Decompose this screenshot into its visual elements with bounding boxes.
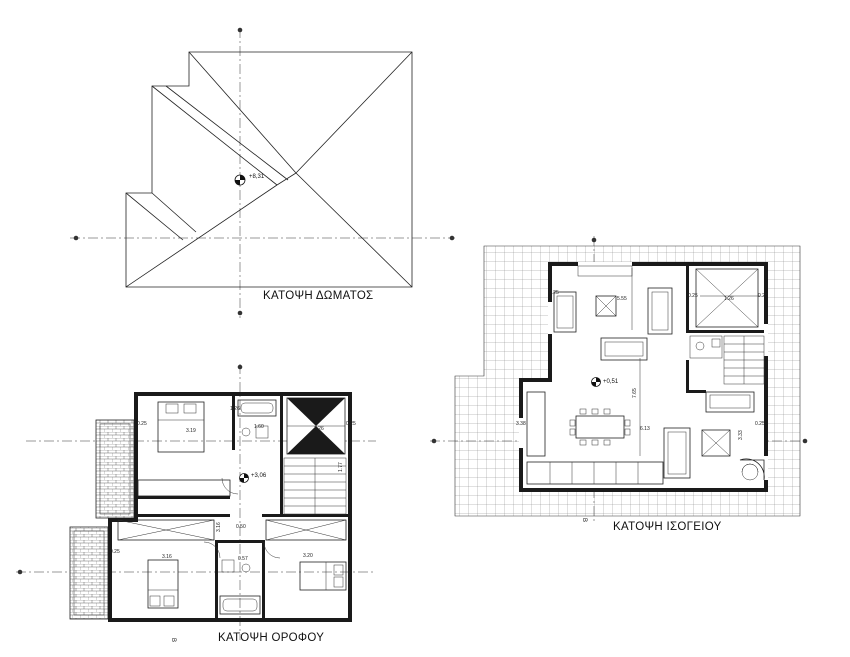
upper-axis-marker-top (237, 364, 243, 370)
upper-wardrobe-2 (265, 519, 347, 541)
upper-bathroom-top (237, 399, 277, 439)
roof-level-label: +8,31 (249, 174, 265, 180)
upper-dim-9: 0.50 (236, 524, 246, 530)
upper-level-label: +3,06 (251, 473, 267, 479)
ground-fireplace (701, 429, 731, 457)
ground-dim-1: 5.55 (617, 296, 627, 302)
ground-round-bay (739, 458, 765, 481)
ground-walls (519, 262, 768, 492)
upper-dim-11: 0.25 (110, 549, 120, 555)
ground-staircase (723, 335, 765, 385)
ground-axis-marker-left (431, 438, 437, 444)
upper-walls (108, 392, 352, 622)
upper-plan-title: ΚΑΤΟΨΗ ΟΡΟΦΟΥ (218, 632, 324, 644)
ground-dining-table (569, 408, 631, 446)
ground-dim-5: 0.25 (758, 293, 768, 299)
roof-level-marker (234, 174, 246, 186)
upper-floor-plan: 3.19 3.26 3.20 1.60 1.77 0.25 0.25 1.26 … (16, 364, 376, 644)
upper-balcony-bottom (69, 526, 109, 620)
upper-bathroom-bottom (219, 559, 261, 615)
upper-dim-3: 3.20 (303, 553, 313, 559)
ground-wc (689, 335, 723, 359)
ground-dim-3: 1.26 (724, 296, 734, 302)
upper-bedroom-2 (147, 559, 179, 609)
upper-dim-13: 0.57 (238, 556, 248, 562)
roof-axis-marker-right (449, 235, 455, 241)
upper-bedroom-3 (299, 561, 347, 591)
upper-dim-10: 3.16 (162, 554, 172, 560)
upper-doors (203, 477, 281, 559)
upper-dim-5: 1.77 (338, 462, 344, 472)
upper-dim-7: 0.25 (346, 421, 356, 427)
upper-bedroom-1 (137, 401, 231, 497)
upper-dim-1: 3.19 (186, 428, 196, 434)
ground-axis-marker-top (591, 237, 597, 243)
upper-wardrobe (117, 519, 215, 541)
ground-dim-2: 0.25 (549, 290, 559, 296)
ground-light-well (695, 268, 759, 328)
ground-plan-title: ΚΑΤΟΨΗ ΙΣΟΓΕΙΟΥ (613, 521, 722, 533)
ground-floor-plan: 5.55 0.25 1.26 0.25 0.25 3.38 6.13 0.25 … (430, 236, 808, 533)
ground-dim-6: 3.38 (516, 421, 526, 427)
upper-dim-2: 3.26 (314, 426, 324, 432)
roof-axis-marker-left (73, 235, 79, 241)
roof-plan-title: ΚΑΤΟΨΗ ΔΩΜΑΤΟΣ (263, 290, 373, 302)
upper-shaft (286, 397, 346, 455)
upper-staircase (283, 457, 347, 515)
ground-interior (519, 262, 768, 492)
ground-level-label: +0,51 (603, 379, 619, 385)
roof-outline (125, 51, 413, 288)
ground-dim-10: 7.65 (632, 388, 638, 398)
upper-dim-4: 1.60 (254, 424, 264, 430)
upper-balcony-top (95, 419, 135, 519)
ground-void-box (595, 295, 617, 317)
roof-axis-marker-top (237, 27, 243, 33)
upper-level-marker (239, 473, 249, 483)
ground-section-mark: B (581, 518, 587, 522)
ground-dim-7: 6.13 (640, 426, 650, 432)
upper-section-mark: B (170, 638, 176, 642)
ground-dim-9: 3.33 (738, 430, 744, 440)
ground-level-marker (591, 377, 601, 387)
roof-ridges (125, 51, 413, 288)
ground-dim-4: 0.25 (688, 293, 698, 299)
roof-axis-marker-bottom (237, 310, 243, 316)
ground-living-furniture (553, 287, 755, 413)
ground-dim-8: 0.25 (755, 421, 765, 427)
upper-dim-8: 1.26 (230, 406, 240, 412)
ground-kitchen (526, 391, 691, 485)
ground-dimensions (631, 268, 760, 456)
roof-plan: +8,31 ΚΑΤΟΨΗ ΔΩΜΑΤΟΣ (70, 27, 455, 318)
upper-dim-6: 0.25 (137, 421, 147, 427)
ground-axis-marker-right (802, 438, 808, 444)
upper-axis-marker-left (17, 569, 23, 575)
upper-dim-12: 3.16 (216, 522, 222, 532)
